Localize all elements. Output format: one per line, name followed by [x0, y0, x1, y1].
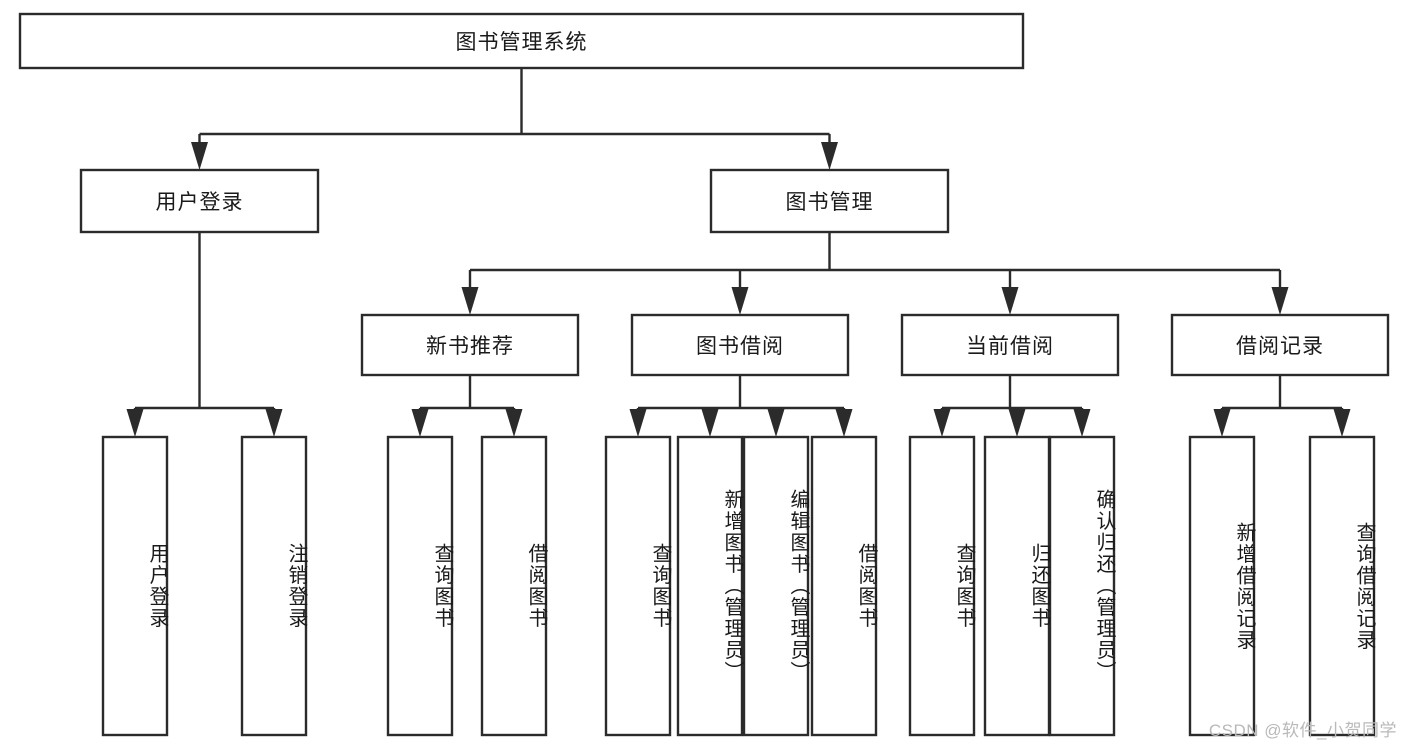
node-box-leaf-b-lend[interactable] — [810, 435, 878, 737]
arrow-head-icon — [461, 287, 479, 315]
node-box-l3-current[interactable] — [900, 313, 1120, 377]
arrow-head-icon — [126, 409, 144, 437]
node-box-leaf-c-confirm[interactable] — [1048, 435, 1116, 737]
node-box-leaf-new-query[interactable] — [386, 435, 454, 737]
arrow-head-icon — [1008, 409, 1026, 437]
node-box-l3-borrow[interactable] — [630, 313, 850, 377]
node-box-leaf-user-logout[interactable] — [240, 435, 308, 737]
node-box-leaf-b-query[interactable] — [604, 435, 672, 737]
arrow-head-icon — [731, 287, 749, 315]
node-box-leaf-user-login[interactable] — [101, 435, 169, 737]
node-box-l3-new-book[interactable] — [360, 313, 580, 377]
arrow-head-icon — [265, 409, 283, 437]
arrow-head-icon — [821, 142, 838, 170]
node-box-leaf-r-add[interactable] — [1188, 435, 1256, 737]
node-box-leaf-b-add[interactable] — [676, 435, 744, 737]
node-layer — [18, 12, 1390, 737]
arrow-head-icon — [191, 142, 208, 170]
arrow-head-icon — [1213, 409, 1231, 437]
arrow-head-icon — [505, 409, 523, 437]
arrow-head-icon — [1073, 409, 1091, 437]
node-box-leaf-b-edit[interactable] — [742, 435, 810, 737]
arrow-head-icon — [629, 409, 647, 437]
node-box-leaf-r-query[interactable] — [1308, 435, 1376, 737]
node-box-leaf-new-borrow[interactable] — [480, 435, 548, 737]
arrow-head-icon — [701, 409, 719, 437]
node-box-l2-book-manage[interactable] — [709, 168, 950, 234]
arrow-head-icon — [411, 409, 429, 437]
arrow-head-icon — [767, 409, 785, 437]
arrow-head-icon — [1333, 409, 1351, 437]
arrow-head-icon — [933, 409, 951, 437]
connector-layer — [126, 68, 1351, 437]
arrow-head-icon — [835, 409, 853, 437]
arrow-head-icon — [1001, 287, 1019, 315]
node-box-root[interactable] — [18, 12, 1025, 70]
node-box-leaf-c-return[interactable] — [983, 435, 1051, 737]
node-box-leaf-c-query[interactable] — [908, 435, 976, 737]
node-box-l3-record[interactable] — [1170, 313, 1390, 377]
arrow-head-icon — [1271, 287, 1289, 315]
node-box-l2-user-login[interactable] — [79, 168, 320, 234]
